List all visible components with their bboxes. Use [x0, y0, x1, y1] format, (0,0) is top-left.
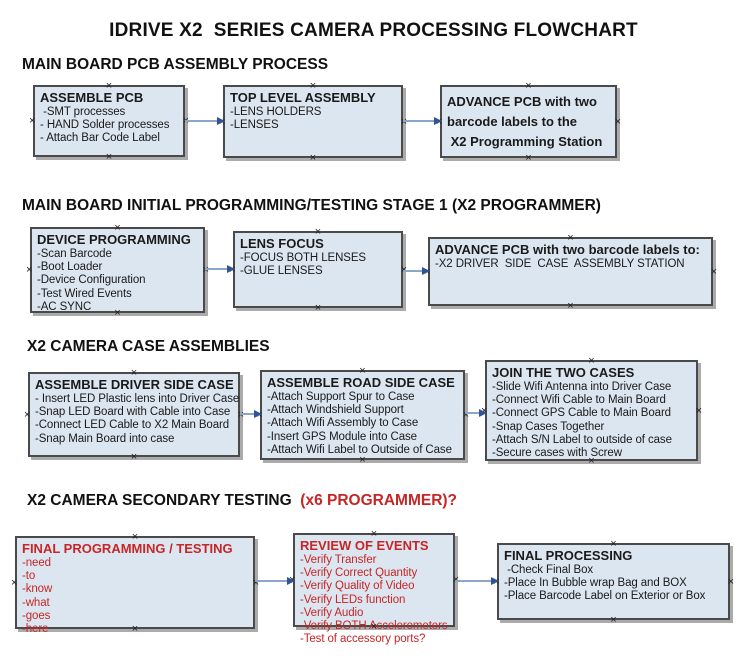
- box-lines: -FOCUS BOTH LENSES -GLUE LENSES: [240, 252, 366, 278]
- connection-handle-icon: ×: [525, 80, 532, 92]
- connector-arrow[interactable]: [403, 116, 442, 126]
- box-title: TOP LEVEL ASSEMBLY: [230, 90, 376, 105]
- connector-arrow[interactable]: [403, 266, 430, 276]
- arrowhead-icon: [227, 265, 235, 273]
- box-lines: -SMT processes - HAND Solder processes -…: [40, 106, 170, 145]
- arrowhead-icon: [422, 267, 430, 275]
- heading-red-part: (x6 PROGRAMMER)?: [300, 492, 458, 509]
- connector-line: [255, 580, 288, 582]
- connection-handle-icon: ×: [29, 115, 36, 127]
- connector-arrow[interactable]: [255, 576, 295, 586]
- flow-box-join-the-two-cases[interactable]: JOIN THE TWO CASES -Slide Wifi Antenna i…: [481, 355, 702, 467]
- connection-handle-icon: ×: [105, 151, 113, 163]
- arrowhead-icon: [217, 117, 225, 125]
- box-lines: -need -to -know -what -goes -here: [22, 557, 53, 636]
- connection-handle-icon: ×: [26, 264, 33, 276]
- section-heading-case-assemblies: X2 CAMERA CASE ASSEMBLIES: [27, 338, 270, 355]
- flow-box-assemble-pcb[interactable]: ASSEMBLE PCB -SMT processes - HAND Solde…: [29, 80, 189, 163]
- box-lines: -Verify Transfer -Verify Correct Quantit…: [300, 554, 448, 646]
- connector-line: [240, 413, 255, 415]
- connector-line: [455, 580, 492, 582]
- section-heading-pcb-assembly: MAIN BOARD PCB ASSEMBLY PROCESS: [22, 56, 329, 73]
- flow-box-advance-pcb-programming-station[interactable]: ADVANCE PCB with two barcode labels to t…: [436, 80, 621, 164]
- flow-box-advance-pcb-driver-side[interactable]: ADVANCE PCB with two barcode labels to: …: [424, 232, 717, 312]
- heading-black-part: X2 CAMERA SECONDARY TESTING: [27, 492, 301, 509]
- box-title: ASSEMBLE DRIVER SIDE CASE: [35, 377, 234, 392]
- connection-handle-icon: ×: [359, 454, 366, 466]
- connector-line: [185, 120, 218, 122]
- flow-box-assemble-road-side-case[interactable]: ASSEMBLE ROAD SIDE CASE -Attach Support …: [256, 365, 469, 466]
- flow-box-review-of-events[interactable]: REVIEW OF EVENTS -Verify Transfer -Verif…: [289, 528, 459, 646]
- flow-box-top-level-assembly[interactable]: TOP LEVEL ASSEMBLY -LENS HOLDERS -LENSES…: [219, 80, 407, 164]
- connector-arrow[interactable]: [465, 408, 487, 418]
- connector-arrow[interactable]: [205, 264, 235, 274]
- box-lines: -Slide Wifi Antenna into Driver Case -Co…: [492, 381, 672, 460]
- box-lines: - Insert LED Plastic lens into Driver Ca…: [35, 393, 240, 445]
- box-title: DEVICE PROGRAMMING: [37, 232, 191, 247]
- connection-handle-icon: ×: [314, 302, 322, 314]
- connection-handle-icon: ×: [130, 451, 138, 463]
- arrowhead-icon: [254, 410, 262, 418]
- connection-handle-icon: ×: [727, 575, 734, 588]
- connector-line: [403, 270, 423, 272]
- section-heading-secondary-testing: X2 CAMERA SECONDARY TESTING (x6 PROGRAMM…: [27, 492, 457, 510]
- connection-handle-icon: ×: [610, 538, 617, 550]
- connector-line: [403, 120, 435, 122]
- box-lines: -Scan Barcode -Boot Loader -Device Confi…: [37, 248, 146, 313]
- box-lines: -LENS HOLDERS -LENSES: [230, 106, 322, 132]
- connection-handle-icon: ×: [314, 226, 322, 238]
- connector-line: [465, 412, 480, 414]
- connector-arrow[interactable]: [240, 409, 262, 419]
- box-title: FINAL PROCESSING: [504, 548, 633, 563]
- box-lines: ADVANCE PCB with two barcode labels to t…: [447, 94, 603, 149]
- connector-arrow[interactable]: [185, 116, 225, 126]
- box-title: REVIEW OF EVENTS: [300, 538, 429, 553]
- connection-handle-icon: ×: [114, 222, 121, 234]
- connection-handle-icon: ×: [309, 80, 317, 92]
- connection-handle-icon: ×: [525, 152, 532, 164]
- arrowhead-icon: [287, 577, 295, 585]
- connection-handle-icon: ×: [24, 408, 31, 421]
- connection-handle-icon: ×: [309, 152, 317, 164]
- connection-handle-icon: ×: [11, 576, 18, 589]
- flow-box-final-processing[interactable]: FINAL PROCESSING -Check Final Box -Place…: [493, 538, 734, 626]
- connection-handle-icon: ×: [610, 614, 617, 626]
- connection-handle-icon: ×: [105, 80, 113, 92]
- connection-handle-icon: ×: [370, 528, 378, 540]
- box-title: ASSEMBLE ROAD SIDE CASE: [267, 375, 455, 390]
- flow-box-device-programming[interactable]: DEVICE PROGRAMMING -Scan Barcode -Boot L…: [26, 222, 209, 319]
- box-title: ASSEMBLE PCB: [40, 90, 144, 105]
- connection-handle-icon: ×: [588, 355, 595, 367]
- page-title: IDRIVE X2 SERIES CAMERA PROCESSING FLOWC…: [109, 20, 638, 41]
- connection-handle-icon: ×: [131, 531, 139, 543]
- arrowhead-icon: [479, 409, 487, 417]
- connection-handle-icon: ×: [567, 232, 574, 244]
- flow-box-assemble-driver-side-case[interactable]: ASSEMBLE DRIVER SIDE CASE - Insert LED P…: [24, 367, 244, 463]
- connection-handle-icon: ×: [130, 367, 138, 379]
- box-title: FINAL PROGRAMMING / TESTING: [22, 541, 233, 556]
- connector-arrow[interactable]: [455, 576, 499, 586]
- connection-handle-icon: ×: [567, 300, 574, 312]
- section-heading-initial-programming: MAIN BOARD INITIAL PROGRAMMING/TESTING S…: [22, 197, 601, 214]
- box-title: LENS FOCUS: [240, 236, 324, 251]
- arrowhead-icon: [434, 117, 442, 125]
- connector-line: [205, 268, 228, 270]
- connection-handle-icon: ×: [359, 365, 366, 377]
- box-title: JOIN THE TWO CASES: [492, 365, 635, 380]
- flow-box-lens-focus[interactable]: LENS FOCUS -FOCUS BOTH LENSES -GLUE LENS…: [229, 226, 407, 314]
- connection-handle-icon: ×: [710, 265, 717, 278]
- flow-box-final-programming-testing[interactable]: FINAL PROGRAMMING / TESTING -need -to -k…: [11, 531, 259, 636]
- box-title: ADVANCE PCB with two barcode labels to:: [435, 242, 700, 257]
- connection-handle-icon: ×: [695, 404, 702, 417]
- arrowhead-icon: [491, 577, 499, 585]
- box-lines: -Check Final Box -Place In Bubble wrap B…: [504, 564, 706, 603]
- connection-handle-icon: ×: [614, 115, 621, 128]
- box-lines: -Attach Support Spur to Case -Attach Win…: [267, 391, 452, 456]
- box-lines: -X2 DRIVER SIDE CASE ASSEMBLY STATION: [435, 258, 685, 270]
